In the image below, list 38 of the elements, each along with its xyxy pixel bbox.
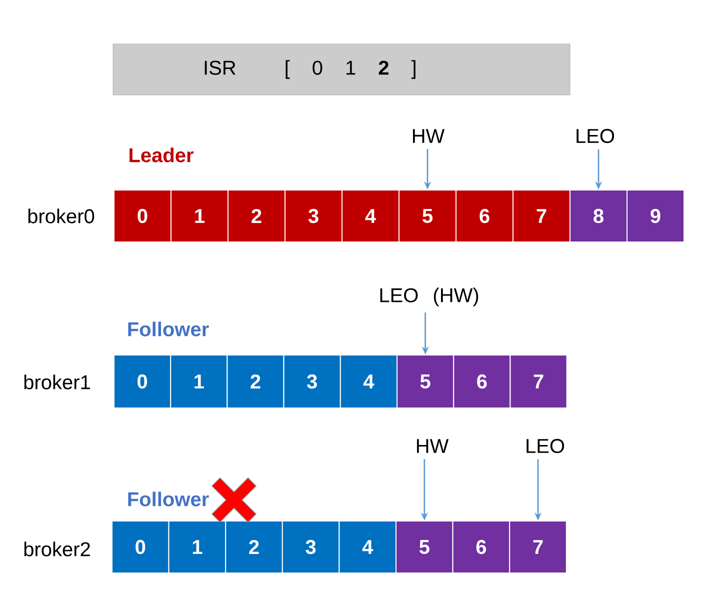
log-cell: 1 [168,520,226,574]
log-cell: 0 [114,354,172,408]
log-cell: 1 [170,190,228,242]
log-cell: 3 [283,354,341,408]
log-cell: 3 [282,520,340,574]
isr-box: ISR [ 0 1 2 ] [112,44,570,96]
log-cell: 1 [170,354,228,408]
broker-label: broker2 [24,542,90,556]
log-cell: 0 [114,190,172,242]
role-label: Follower [128,322,209,336]
log-cell: 5 [396,354,454,408]
log-cell: 2 [225,520,283,574]
role-label: Follower [128,492,209,506]
log-cell: 4 [340,354,398,408]
log-cell: 6 [453,354,511,408]
role-label: Leader [130,148,194,162]
log-cell: 8 [570,190,628,242]
log-cell: 2 [226,354,284,408]
pointer-label: LEO [576,128,614,144]
pointer-label: LEO (HW) [380,288,478,306]
pointer-label: HW [413,129,445,143]
log-cell: 7 [510,354,568,408]
log-cell: 3 [284,190,342,242]
pointer-label: LEO [526,438,564,454]
log-cell: 2 [228,190,286,242]
log-cell: 0 [112,520,170,574]
log-cell: 6 [452,520,510,574]
pointer-label: HW [417,439,449,453]
broker-label: broker1 [24,374,90,390]
log-cell: 4 [338,520,396,574]
log-cell: 4 [342,190,400,242]
log-cell: 6 [456,190,514,242]
log-cell: 9 [626,190,684,242]
broker-label: broker0 [28,208,94,224]
log-cell: 5 [396,520,454,574]
log-cell: 7 [512,190,570,242]
log-cell: 5 [398,190,456,242]
log-cell: 7 [509,520,567,574]
